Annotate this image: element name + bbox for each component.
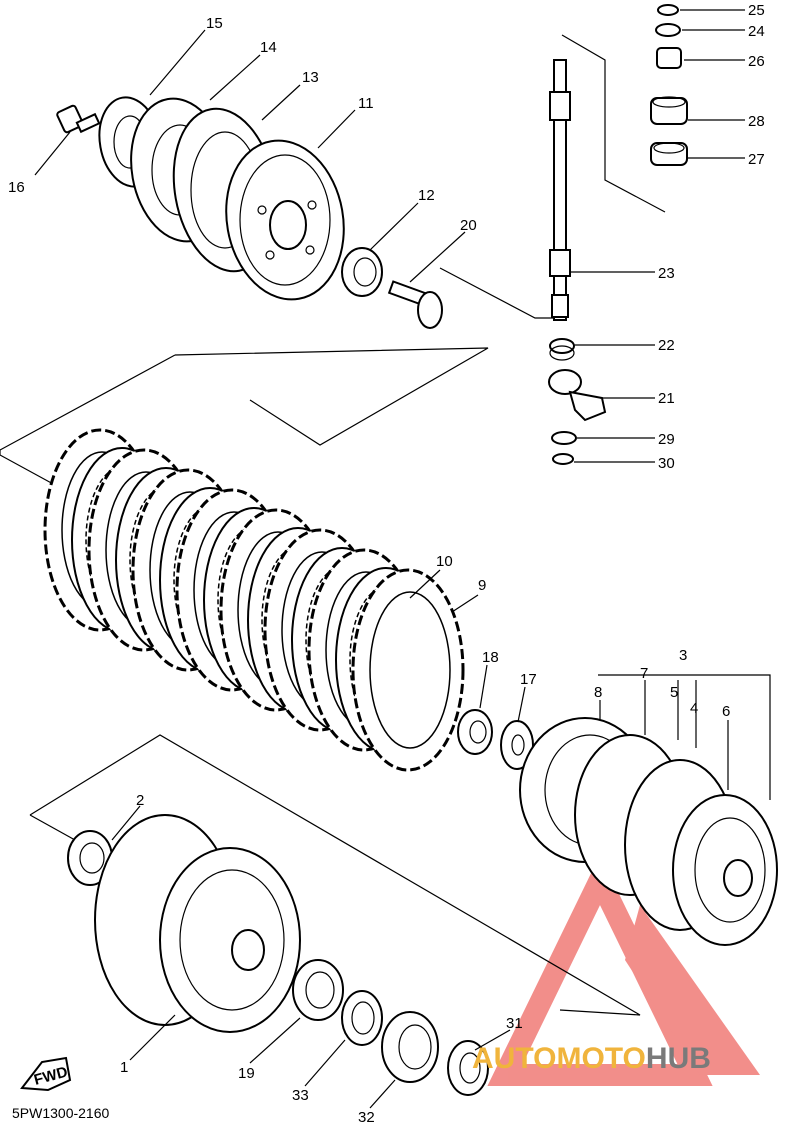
callout-6: 6: [722, 703, 730, 720]
callout-18: 18: [482, 649, 499, 666]
part-shaft-23: [549, 34, 666, 321]
callout-31: 31: [506, 1015, 523, 1032]
part-washer-29: [551, 431, 577, 445]
part-clutch-housing-1: [94, 814, 301, 1033]
part-bolt-16: [56, 104, 101, 134]
callout-17: 17: [520, 671, 537, 688]
part-lever-21: [548, 369, 607, 422]
callout-28: 28: [748, 113, 765, 130]
part-bearing-28: [650, 96, 688, 125]
callout-22: 22: [658, 337, 675, 354]
part-washer-31: [447, 1040, 489, 1096]
callout-25: 25: [748, 2, 765, 19]
part-washer-33: [341, 990, 383, 1046]
part-oil-seal-27: [650, 142, 688, 166]
part-clutch-plate-stack: [43, 428, 465, 772]
drawing-code: 5PW1300-2160: [12, 1105, 110, 1121]
part-clip-25: [657, 4, 679, 16]
callout-9: 9: [478, 577, 486, 594]
watermark-part1: AUTOMOTO: [472, 1042, 646, 1075]
part-nut-18: [457, 709, 493, 755]
part-bearing-12: [341, 247, 383, 297]
part-push-rod-20: [387, 280, 443, 329]
callout-labels: 1 2 3 4 5 6 7 8 9 10 11 12 13 14 15 16 1…: [8, 2, 765, 1124]
part-spring-22: [549, 338, 575, 361]
callout-24: 24: [748, 23, 765, 40]
callout-33: 33: [292, 1087, 309, 1104]
friction-plate: [351, 568, 465, 772]
callout-1: 1: [120, 1059, 128, 1076]
callout-13: 13: [302, 69, 319, 86]
frame-lines-upper: [0, 267, 641, 1016]
watermark-text: AUTOMOTOHUB: [472, 1042, 711, 1075]
watermark-logo: [487, 854, 760, 1086]
part-needle-bearing-19: [292, 959, 344, 1021]
callout-8: 8: [594, 684, 602, 701]
callout-32: 32: [358, 1109, 375, 1124]
callout-30: 30: [658, 455, 675, 472]
leader-lines: [34, 9, 771, 1109]
svg-text:AUTOMOTOHUB: AUTOMOTOHUB: [472, 1042, 711, 1075]
plate-inner-ring: [369, 591, 451, 749]
callout-15: 15: [206, 15, 223, 32]
callout-10: 10: [436, 553, 453, 570]
callout-4: 4: [690, 700, 698, 717]
callout-23: 23: [658, 265, 675, 282]
callout-3: 3: [679, 647, 687, 664]
callout-26: 26: [748, 53, 765, 70]
watermark-part2: HUB: [646, 1042, 711, 1075]
callout-7: 7: [640, 665, 648, 682]
part-needle-bearing-26: [656, 47, 682, 69]
callout-12: 12: [418, 187, 435, 204]
callout-20: 20: [460, 217, 477, 234]
part-pressure-plate-11: [225, 139, 345, 301]
callout-11: 11: [358, 95, 374, 112]
callout-27: 27: [748, 151, 765, 168]
callout-16: 16: [8, 179, 25, 196]
callout-14: 14: [260, 39, 277, 56]
callout-29: 29: [658, 431, 675, 448]
part-clutch-boss-assembly-3: [519, 717, 778, 946]
callout-5: 5: [670, 684, 678, 701]
fwd-arrow-icon: FWD: [20, 1056, 72, 1092]
part-gear-32: [381, 1011, 439, 1083]
part-washer-24: [655, 23, 681, 37]
part-clip-30: [552, 453, 574, 465]
callout-21: 21: [658, 390, 675, 407]
callout-2: 2: [136, 792, 144, 809]
callout-19: 19: [238, 1065, 255, 1082]
